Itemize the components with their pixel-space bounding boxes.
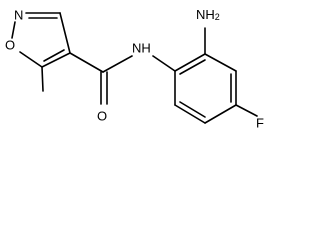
bond-c4-c5-inner (43, 49, 65, 62)
bond-c5-o (19, 51, 43, 68)
atom-label-fluoro: F (256, 116, 264, 131)
bond-ring-c1-c2 (174, 53, 206, 72)
bond-n-aryl (152, 55, 176, 72)
atom-labels: N O NH O NH2 F (5, 7, 264, 131)
atom-label-amide-nh: NH (132, 41, 151, 56)
atom-label-amino: NH2 (196, 7, 220, 23)
structure-diagram: N O NH O NH2 F (5, 7, 264, 131)
bond-carbonyl-n (102, 55, 133, 73)
atom-label-amino-main: NH (196, 7, 215, 22)
bonds (11, 12, 258, 124)
atom-label-amide-o: O (97, 109, 107, 124)
atom-label-amino-subscript: 2 (215, 12, 220, 22)
atom-label-isoxazole-n: N (14, 8, 23, 23)
bond-c4-carbonyl (69, 52, 104, 73)
bond-ring-c2-c3 (204, 53, 237, 72)
bond-c5-methyl (41, 66, 44, 92)
bond-ring-c1-c2-inner (179, 59, 206, 75)
bond-ring-c5-c6-inner (179, 101, 206, 118)
bond-ring-fluoro (235, 104, 258, 117)
bond-c4-c5 (41, 52, 71, 68)
bond-c3-c4 (59, 12, 71, 54)
bond-ring-c4-c5 (204, 104, 237, 124)
bond-n-o (11, 21, 16, 39)
atom-label-isoxazole-o: O (5, 38, 15, 53)
bond-ring-c5-c6 (174, 104, 206, 124)
